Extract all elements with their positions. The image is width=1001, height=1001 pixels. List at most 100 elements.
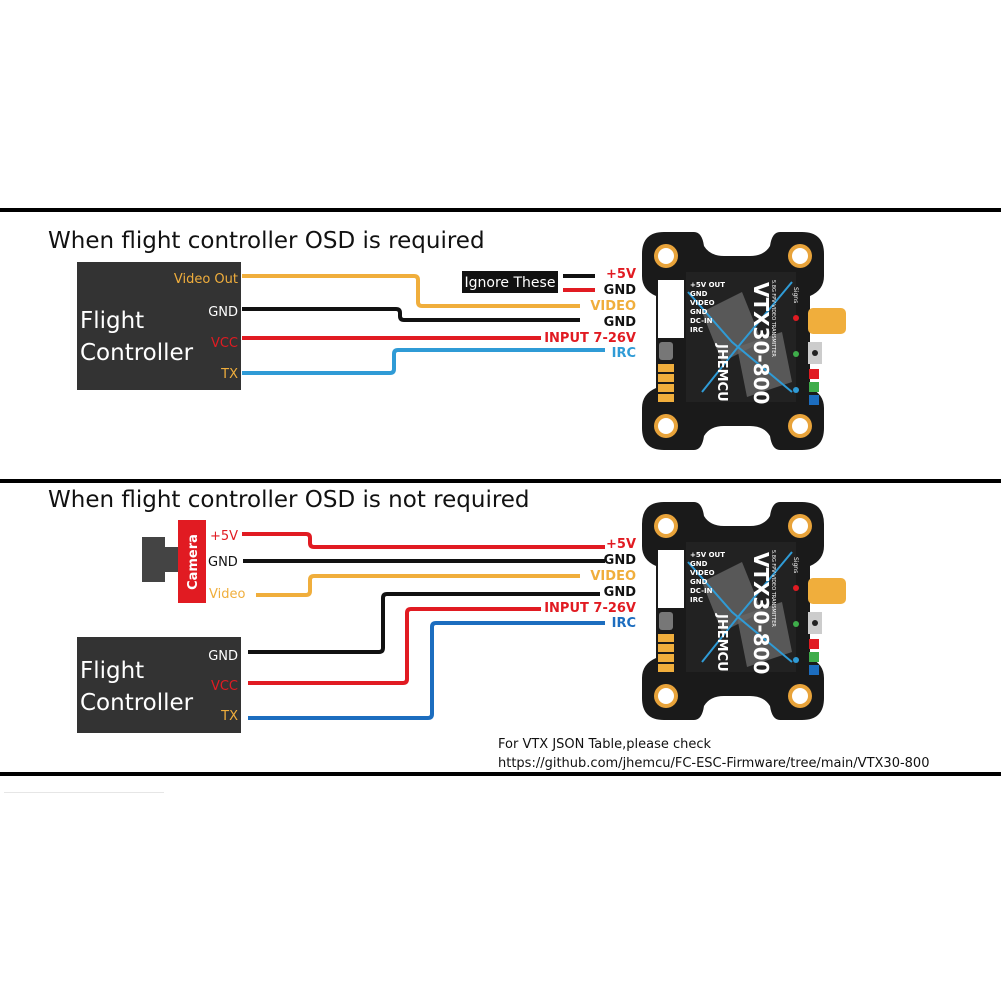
vtx-pin-labels-2: +5V GND VIDEO GND INPUT 7-26V IRC (544, 537, 636, 631)
camera-pin-video: Video (209, 587, 245, 602)
camera-pin-5v: +5V (210, 529, 238, 544)
fc2-pin-tx: TX (220, 709, 238, 724)
brand-label: JHEMCU (714, 613, 729, 672)
led-blue (793, 387, 799, 393)
fc-pin-video-out: Video Out (174, 272, 238, 287)
svg-text:Ignore These: Ignore These (465, 275, 556, 291)
mounting-hole-center (658, 688, 674, 704)
trace-line (701, 281, 793, 393)
fc2-pin-gnd: GND (208, 649, 238, 664)
led-green (793, 621, 799, 627)
pad-label: VIDEO (690, 299, 715, 307)
pad-label: IRC (690, 326, 703, 334)
side-label-signs: Signs (792, 287, 799, 303)
camera-body (178, 520, 206, 603)
antenna-connector (808, 308, 846, 334)
fc2-pin-vcc: VCC (211, 679, 238, 694)
middle-divider (0, 479, 1001, 483)
led-pad-green (809, 382, 819, 392)
camera-label: Camera (186, 534, 201, 590)
led-blue (793, 657, 799, 663)
vtx2-pin-gnd: GND (604, 553, 637, 568)
pad-label: DC-IN (690, 317, 713, 325)
pad-label: VIDEO (690, 569, 715, 577)
antenna-connector (808, 578, 846, 604)
led-pad-blue (809, 395, 819, 405)
fc-pin-gnd: GND (208, 305, 238, 320)
json-note-line1: For VTX JSON Table,please check (498, 737, 712, 752)
connector-pad (658, 280, 684, 338)
solder-pad (658, 654, 674, 662)
fc2-label-line2: Controller (80, 690, 194, 716)
section1-title: When flight controller OSD is required (48, 228, 485, 254)
led-pad-red (809, 369, 819, 379)
pad-label: +5V OUT (690, 551, 725, 559)
solder-pad (658, 664, 674, 672)
pad-label: GND (690, 560, 708, 568)
vtx2-pin-gnd2: GND (604, 585, 637, 600)
trace-line (687, 561, 793, 663)
pad-label: IRC (690, 596, 703, 604)
button-center (812, 350, 818, 356)
button-center (812, 620, 818, 626)
led-pad-blue (809, 665, 819, 675)
resistor (659, 342, 673, 360)
led-red (793, 315, 799, 321)
mounting-hole-center (658, 418, 674, 434)
wire2-camera-video (256, 574, 580, 597)
connector-pad (658, 550, 684, 608)
mounting-hole-center (792, 248, 808, 264)
solder-pad (658, 364, 674, 372)
fc-pin-tx: TX (220, 367, 238, 382)
vtx-pin-video: VIDEO (590, 299, 636, 314)
trace-line (701, 551, 793, 663)
fc2-label-line1: Flight (80, 658, 144, 684)
fc-pin-vcc: VCC (211, 336, 238, 351)
mounting-hole-center (792, 518, 808, 534)
mounting-hole-center (792, 418, 808, 434)
vtx-pin-irc: IRC (612, 346, 636, 361)
solder-pad (658, 394, 674, 402)
section2-title: When flight controller OSD is not requir… (48, 487, 530, 513)
vtx2-pin-input: INPUT 7-26V (544, 601, 636, 616)
solder-pad (658, 634, 674, 642)
camera-lens (142, 537, 165, 582)
pad-label: GND (690, 308, 708, 316)
wire-gnd (242, 307, 580, 322)
wire-tx-irc (242, 348, 605, 375)
bottom-divider (0, 772, 1001, 776)
vtx2-pin-video: VIDEO (590, 569, 636, 584)
solder-pad (658, 374, 674, 382)
vtx2-pin-irc: IRC (612, 616, 636, 631)
camera-neck (163, 547, 179, 572)
vtx-pin-labels-1: +5V GND VIDEO GND INPUT 7-26V IRC (544, 267, 636, 361)
wire2-fc-gnd (248, 592, 600, 654)
led-red (793, 585, 799, 591)
top-divider (0, 208, 1001, 212)
solder-pad (658, 384, 674, 392)
board-subtitle: 5.8G FPV VIDEO TRANSMITTER (770, 280, 776, 357)
pad-label: +5V OUT (690, 281, 725, 289)
faint-line (4, 792, 164, 793)
solder-pad (658, 644, 674, 652)
fc-label-line1: Flight (80, 308, 144, 334)
vtx-pin-5v: +5V (606, 267, 636, 282)
model-label: VTX30-800 (749, 552, 773, 674)
led-green (793, 351, 799, 357)
flight-controller-box-1: Flight Controller Video Out GND VCC TX (77, 262, 241, 390)
vtx-pin-gnd: GND (604, 283, 637, 298)
vtx-pin-input: INPUT 7-26V (544, 331, 636, 346)
pad-label: GND (690, 290, 708, 298)
mounting-hole-center (792, 688, 808, 704)
resistor (659, 612, 673, 630)
mounting-hole-center (658, 248, 674, 264)
board-subtitle: 5.8G FPV VIDEO TRANSMITTER (770, 550, 776, 627)
vtx-pin-gnd2: GND (604, 315, 637, 330)
ignore-these-label: Ignore These (462, 271, 558, 293)
brand-label: JHEMCU (714, 343, 729, 402)
pad-label: GND (690, 578, 708, 586)
json-note-link[interactable]: https://github.com/jhemcu/FC-ESC-Firmwar… (498, 756, 929, 771)
wire-video (242, 274, 580, 308)
